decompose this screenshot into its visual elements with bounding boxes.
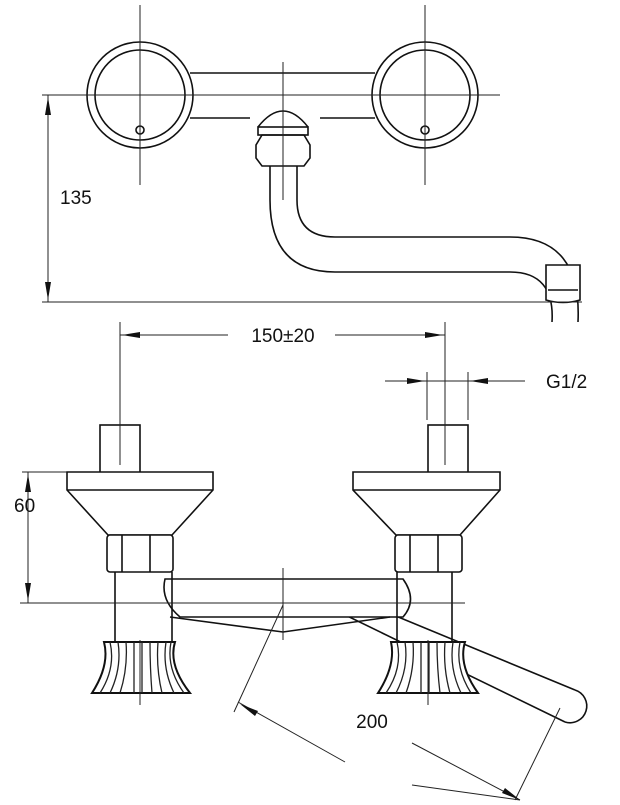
left-handle: [90, 641, 193, 694]
dim-135-label: 135: [60, 188, 92, 209]
left-nut: [106, 534, 174, 573]
aerator: [545, 264, 581, 304]
left-flange: [66, 471, 214, 536]
right-inlet: [427, 424, 469, 474]
right-flange: [352, 471, 501, 536]
spout-pipe: [269, 166, 579, 323]
dim-thread-label: G1/2: [546, 372, 587, 393]
dim-200-label: 200: [356, 712, 388, 733]
dim-60-label: 60: [14, 496, 35, 517]
dim-150-label: 150±20: [251, 326, 314, 347]
front-view: 150±20 G1/2 60 200: [14, 322, 588, 801]
body-bar: [163, 578, 412, 618]
spout-end: [564, 689, 588, 724]
top-view: 135: [42, 5, 582, 323]
spout-nut: [255, 134, 311, 167]
right-nut: [394, 534, 463, 573]
